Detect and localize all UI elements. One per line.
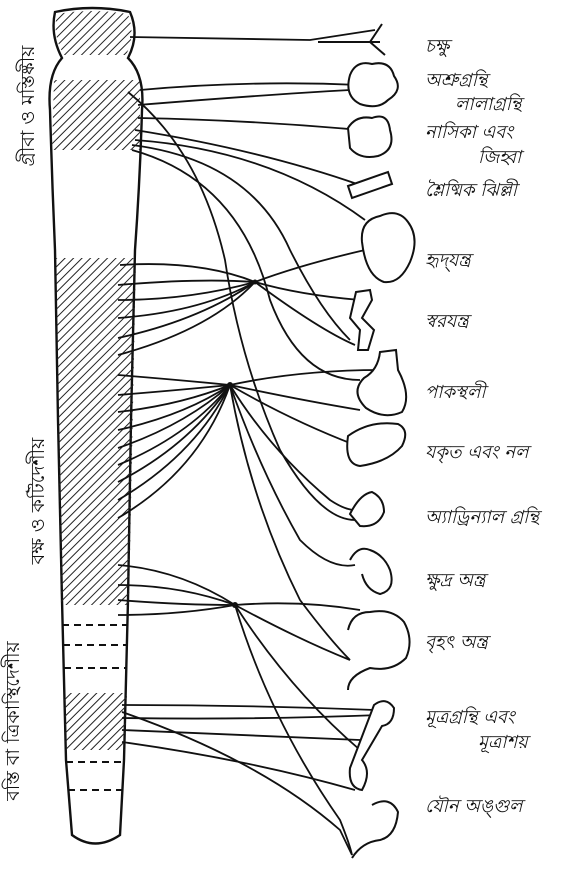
cervical-segment (52, 80, 140, 150)
small-intestine-sketch (350, 549, 392, 594)
organ-label-genital-organ: যৌন অঙ্গুল (425, 792, 522, 823)
genital-organ-sketch (352, 801, 398, 858)
eye-nerve-sketch (318, 24, 385, 55)
organ-label-larynx: স্বরযন্ত্র (425, 307, 469, 338)
organ-label-large-intestine: বৃহৎ অন্ত্র (425, 628, 488, 659)
organ-label-liver-and-duct: যকৃত এবং নল (425, 438, 529, 469)
thoracolumbar-segment (56, 258, 136, 605)
nerve-fibers (118, 30, 380, 855)
sacral-label: বস্তি বা ত্রিকাস্থিদেশীয় (0, 621, 31, 821)
heart-sketch (362, 213, 415, 282)
organ-label-heart: হৃদ্‌যন্ত্র (425, 246, 471, 277)
nasal-tongue-sketch (348, 117, 392, 158)
organ-label-mucous-membrane: শ্লৈষ্মিক ঝিল্লী (425, 176, 517, 207)
organ-label-stomach: পাকস্থলী (425, 378, 486, 409)
large-intestine-sketch (348, 611, 410, 690)
thoracolumbar-label: বক্ষ ও কটিদেশীয় (24, 426, 56, 576)
organ-label-tongue: জিহ্বা (478, 143, 521, 174)
organ-label-small-intestine: ক্ষুদ্র অন্ত্র (425, 566, 485, 597)
lacrimal-gland-sketch (348, 63, 397, 106)
larynx-sketch (350, 290, 374, 350)
organ-label-salivary-gland: লালাগ্রন্থি (455, 90, 522, 121)
organ-sketches (318, 24, 415, 858)
stomach-sketch (357, 350, 406, 415)
cranial-segment (56, 11, 132, 55)
cervical-cranial-label: গ্রীবা ও মস্তিষ্কীয় (14, 21, 46, 191)
sacral-segment (64, 693, 127, 750)
adrenal-sketch (350, 492, 384, 526)
organ-label-adrenal-gland: অ্যাড্রিন্যাল গ্রন্থি (425, 503, 539, 534)
organ-label-bladder: মূত্রাশয় (478, 728, 528, 759)
mucous-membrane-sketch (348, 172, 392, 198)
kidney-bladder-sketch (350, 701, 394, 790)
liver-sketch (347, 423, 405, 466)
organ-label-eye: চক্ষু (425, 32, 449, 63)
